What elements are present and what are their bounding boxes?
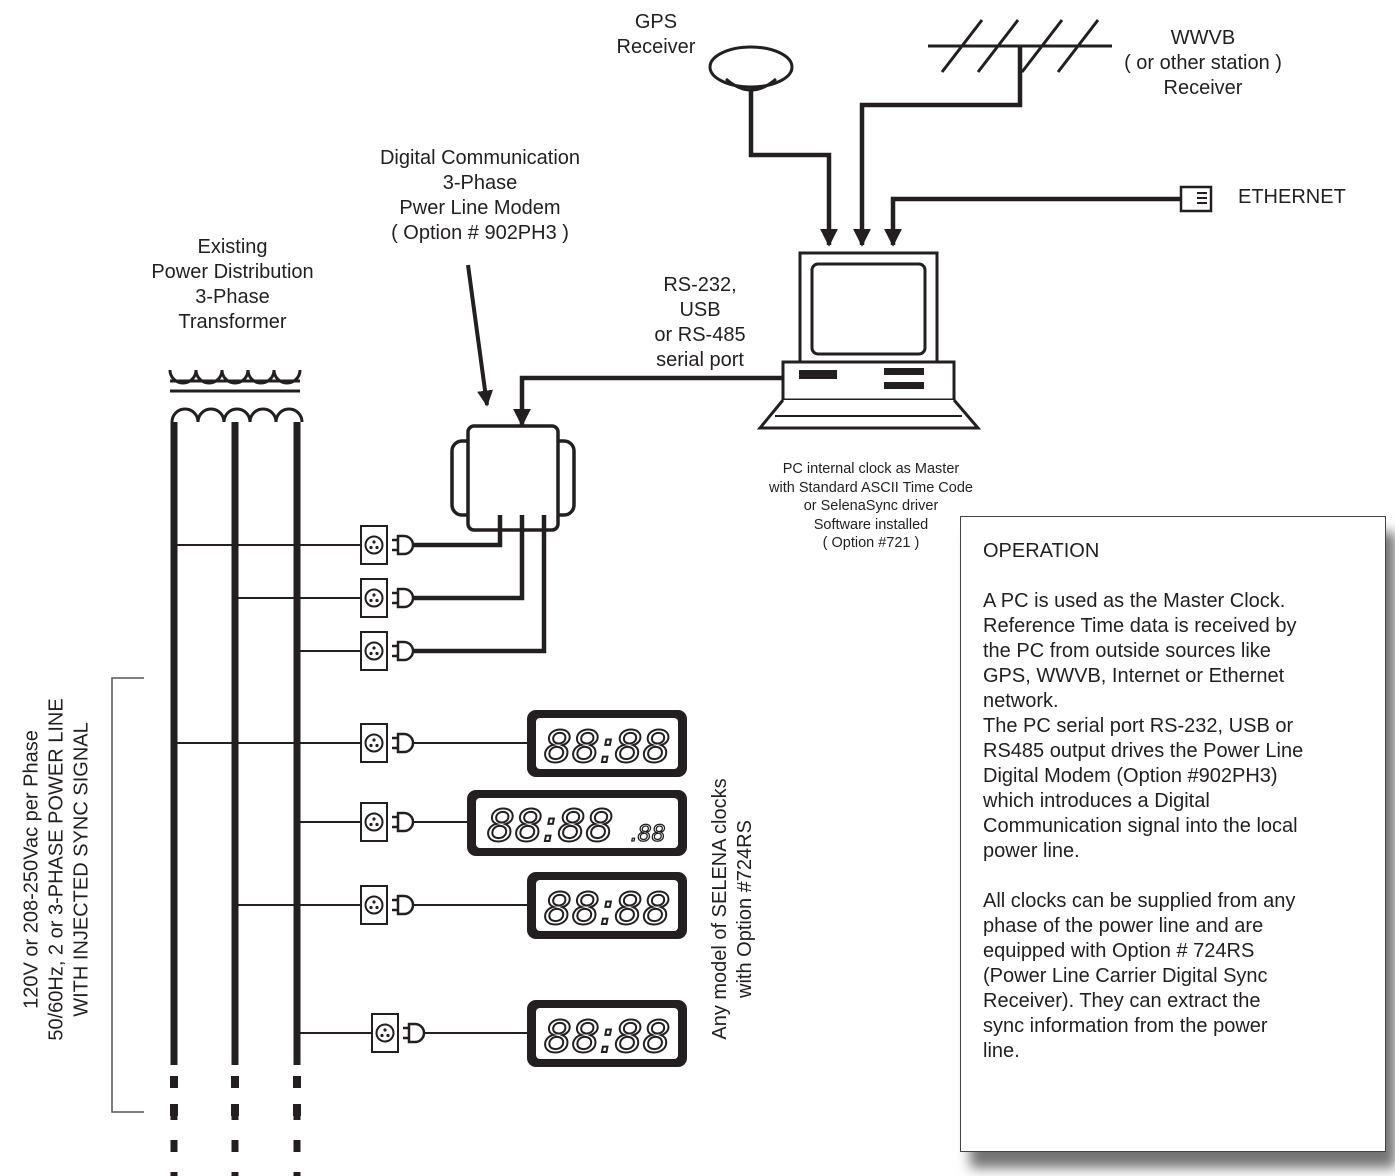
modem-supply-taps: [174, 515, 547, 654]
clock-displays: 88:88 88:88 .88 88:88 88:88: [467, 710, 687, 1067]
power-line-bracket: [111, 677, 144, 1113]
clock-display-4: 88:88: [527, 1000, 687, 1067]
gps-antenna: [708, 45, 794, 92]
clock-display-3: 88:88: [527, 872, 687, 939]
svg-text:88:88: 88:88: [487, 801, 614, 852]
phase-line-breaks: [170, 1076, 301, 1116]
power-line-modem-icon: [450, 424, 576, 532]
serial-cable: [513, 375, 783, 427]
modem-pointer-arrow: [466, 264, 493, 407]
operation-box: OPERATION A PC is used as the Master Clo…: [960, 516, 1386, 1152]
svg-text:.88: .88: [631, 822, 666, 847]
clock-display-1: 88:88: [527, 710, 687, 777]
wwvb-label: WWVB( or other station )Receiver: [1124, 27, 1282, 99]
gps-cable: [748, 89, 838, 247]
wwvb-cable: [853, 46, 1023, 247]
ethernet-label: ETHERNET: [1238, 186, 1346, 208]
svg-text:88:88: 88:88: [544, 722, 671, 773]
operation-title: OPERATION: [983, 540, 1100, 562]
ethernet-cable: [884, 196, 1181, 247]
svg-text:88:88: 88:88: [544, 884, 671, 935]
transformer-icon: [168, 369, 304, 423]
clock-supply-taps: [174, 742, 527, 1034]
ethernet-jack-icon: [1179, 185, 1213, 213]
operation-paragraph-1: A PC is used as the Master Clock. Refere…: [983, 590, 1304, 862]
clock-display-2: 88:88 .88: [467, 790, 687, 856]
operation-paragraph-2: All clocks can be supplied from any phas…: [983, 890, 1296, 1062]
pc-computer-icon: [756, 251, 982, 430]
svg-text:88:88: 88:88: [544, 1012, 671, 1063]
phase-lines: [170, 422, 301, 1176]
wall-outlets: [359, 524, 426, 1054]
